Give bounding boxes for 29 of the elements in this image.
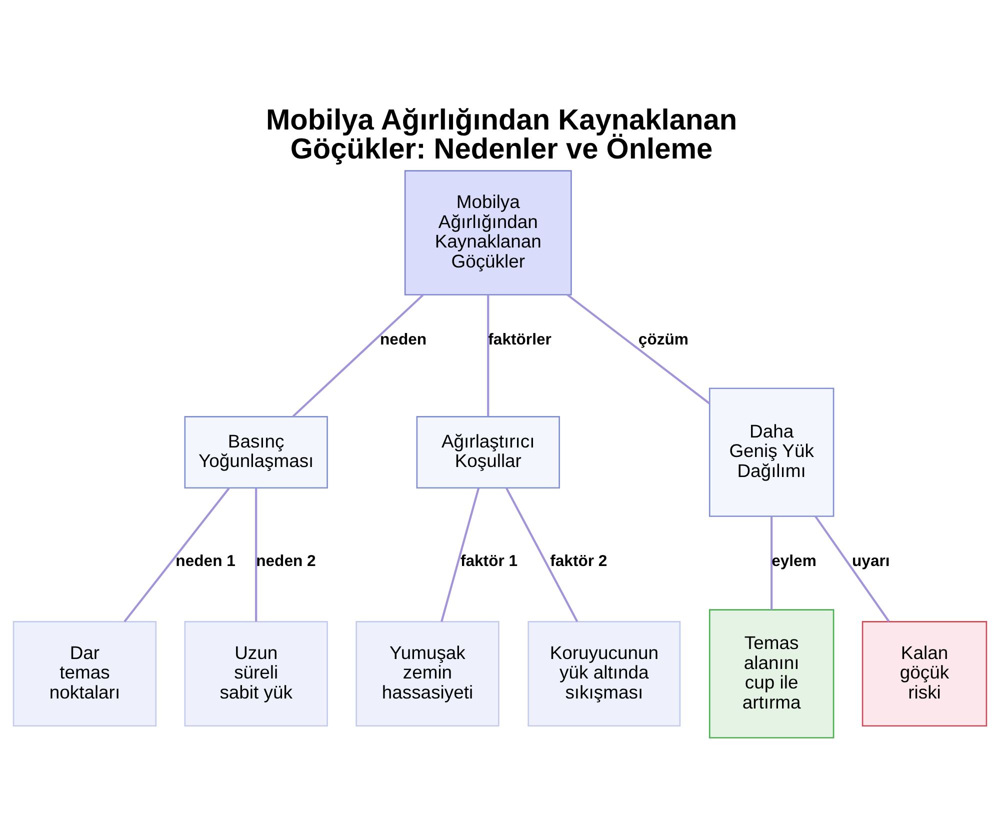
edge-label: çözüm [638,331,689,348]
node-box: Yumuşak zemin hassasiyeti [356,621,500,727]
edge-label: faktör 2 [550,552,608,570]
connector [566,294,710,404]
connector [487,295,490,416]
node-box: Uzun süreli sabit yük [184,621,328,727]
edge-label: faktör 1 [460,552,518,570]
connector [770,516,773,610]
node-box: Daha Geniş Yük Dağılımı [708,388,834,517]
edge-label: neden 1 [176,552,236,570]
node-box: Basınç Yoğunlaşması [184,416,328,489]
connector [255,488,258,622]
connector [440,488,480,622]
connector [506,488,578,622]
connector [292,294,424,418]
diagram-title: Mobilya Ağırlığından Kaynaklanan Göçükler: Nedenler ve Önleme [266,104,738,166]
node-box: Koruyucunun yük altında sıkışması [528,621,681,727]
node-box: Temas alanını cup ile artırma [708,609,834,738]
edge-label: uyarı [852,552,890,570]
edge-label: neden 2 [256,552,316,570]
connector [124,488,230,622]
connector [814,516,890,622]
node-box: Kalan göçük riski [862,621,988,727]
node-box: Mobilya Ağırlığından Kaynaklanan Göçükler [404,170,572,296]
node-box: Ağırlaştırıcı Koşullar [416,416,560,489]
edge-label: faktörler [488,331,552,348]
edge-label: neden [380,331,427,348]
node-box: Dar temas noktaları [12,621,157,727]
edge-label: eylem [772,552,816,570]
